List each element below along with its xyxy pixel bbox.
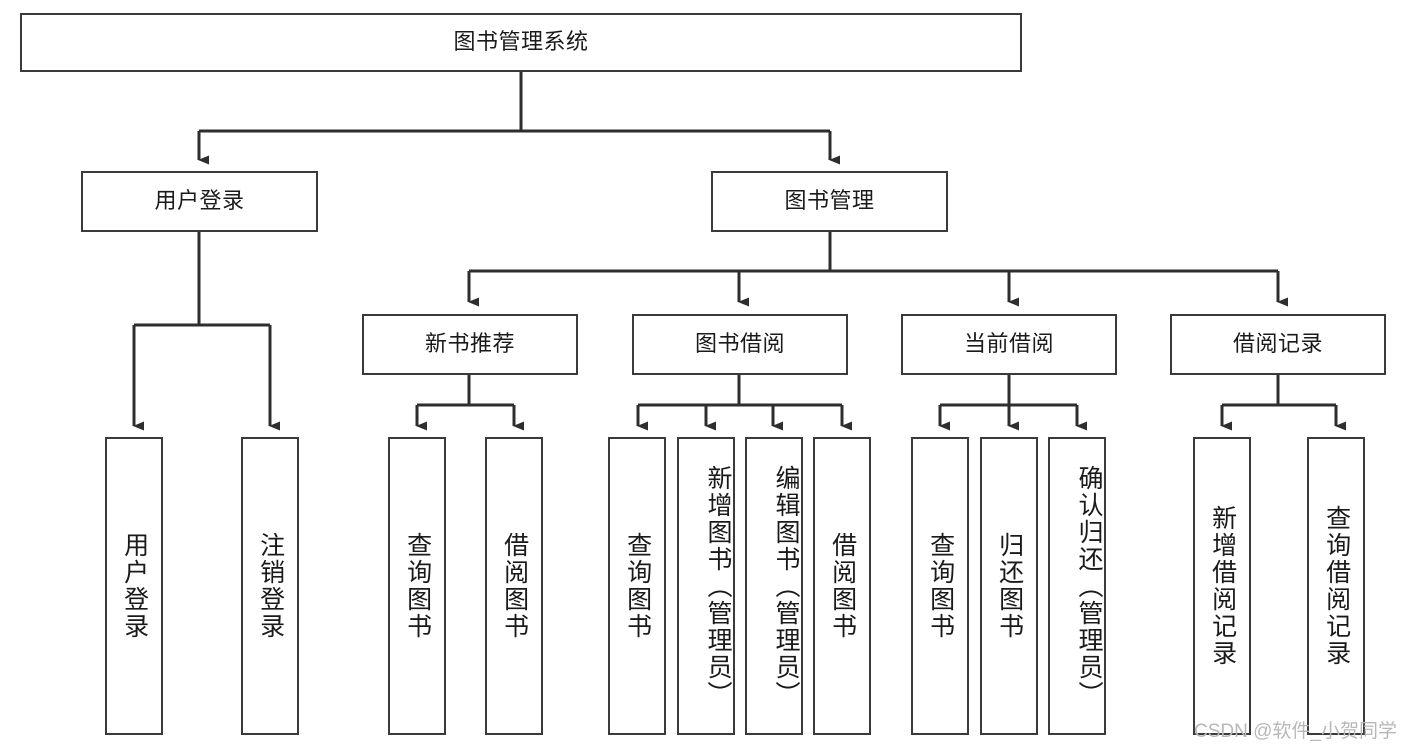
node-book-management[interactable]: 图书管理 bbox=[711, 171, 948, 232]
leaf-query-borrow-record[interactable]: 查询借阅记录 bbox=[1307, 437, 1365, 735]
leaf-borrow-book-borrow[interactable]: 借阅图书 bbox=[813, 437, 871, 735]
node-current-borrow[interactable]: 当前借阅 bbox=[901, 314, 1117, 375]
node-user-login[interactable]: 用户登录 bbox=[81, 171, 318, 232]
leaf-edit-book-admin[interactable]: 编辑图书（管理员） bbox=[745, 437, 803, 735]
leaf-add-borrow-record[interactable]: 新增借阅记录 bbox=[1193, 437, 1251, 735]
leaf-borrow-book-new-recommend[interactable]: 借阅图书 bbox=[485, 437, 543, 735]
leaf-return-book[interactable]: 归还图书 bbox=[980, 437, 1038, 735]
node-book-borrow[interactable]: 图书借阅 bbox=[632, 314, 848, 375]
leaf-query-book-current[interactable]: 查询图书 bbox=[911, 437, 969, 735]
leaf-user-login[interactable]: 用户登录 bbox=[105, 437, 163, 735]
leaf-add-book-admin[interactable]: 新增图书（管理员） bbox=[677, 437, 735, 735]
leaf-confirm-return-admin[interactable]: 确认归还（管理员） bbox=[1048, 437, 1106, 735]
node-new-book-recommend[interactable]: 新书推荐 bbox=[362, 314, 578, 375]
leaf-logout-login[interactable]: 注销登录 bbox=[241, 437, 299, 735]
leaf-query-book-new-recommend[interactable]: 查询图书 bbox=[388, 437, 446, 735]
leaf-query-book-borrow[interactable]: 查询图书 bbox=[608, 437, 666, 735]
node-root[interactable]: 图书管理系统 bbox=[20, 13, 1022, 72]
node-borrow-record[interactable]: 借阅记录 bbox=[1170, 314, 1386, 375]
